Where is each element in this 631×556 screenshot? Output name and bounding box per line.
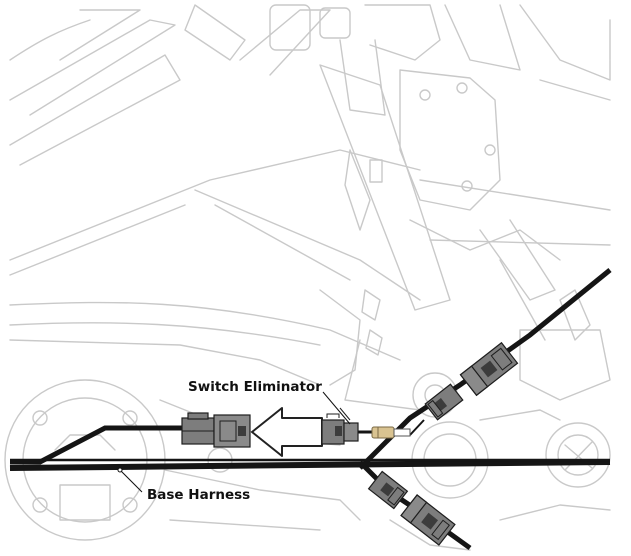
- frame-sketch: [4, 4, 611, 551]
- lower-right-connector: [367, 470, 409, 510]
- lower-right-connector-mate: [400, 494, 456, 546]
- switch-eliminator-connector: [321, 407, 359, 445]
- switch-eliminator-label: Switch Eliminator: [188, 379, 322, 395]
- base-harness-leader-dot: [117, 467, 123, 473]
- switch-eliminator-leader: [322, 391, 351, 425]
- terminal-lead: [409, 419, 425, 436]
- base-harness-cable-main: [9, 459, 611, 471]
- base-harness-leader: [119, 469, 143, 493]
- upper-right-connector: [424, 383, 464, 421]
- callouts: Switch Eliminator Base Harness: [117, 379, 351, 503]
- cables: [9, 268, 612, 551]
- branch-cable-left: [10, 425, 185, 465]
- upper-right-connector-mate: [459, 341, 519, 397]
- spade-terminal-icon: [371, 426, 411, 439]
- left-arrow-icon: [251, 407, 323, 457]
- wire-connector-icon: [181, 412, 251, 448]
- base-harness-label: Base Harness: [147, 487, 250, 503]
